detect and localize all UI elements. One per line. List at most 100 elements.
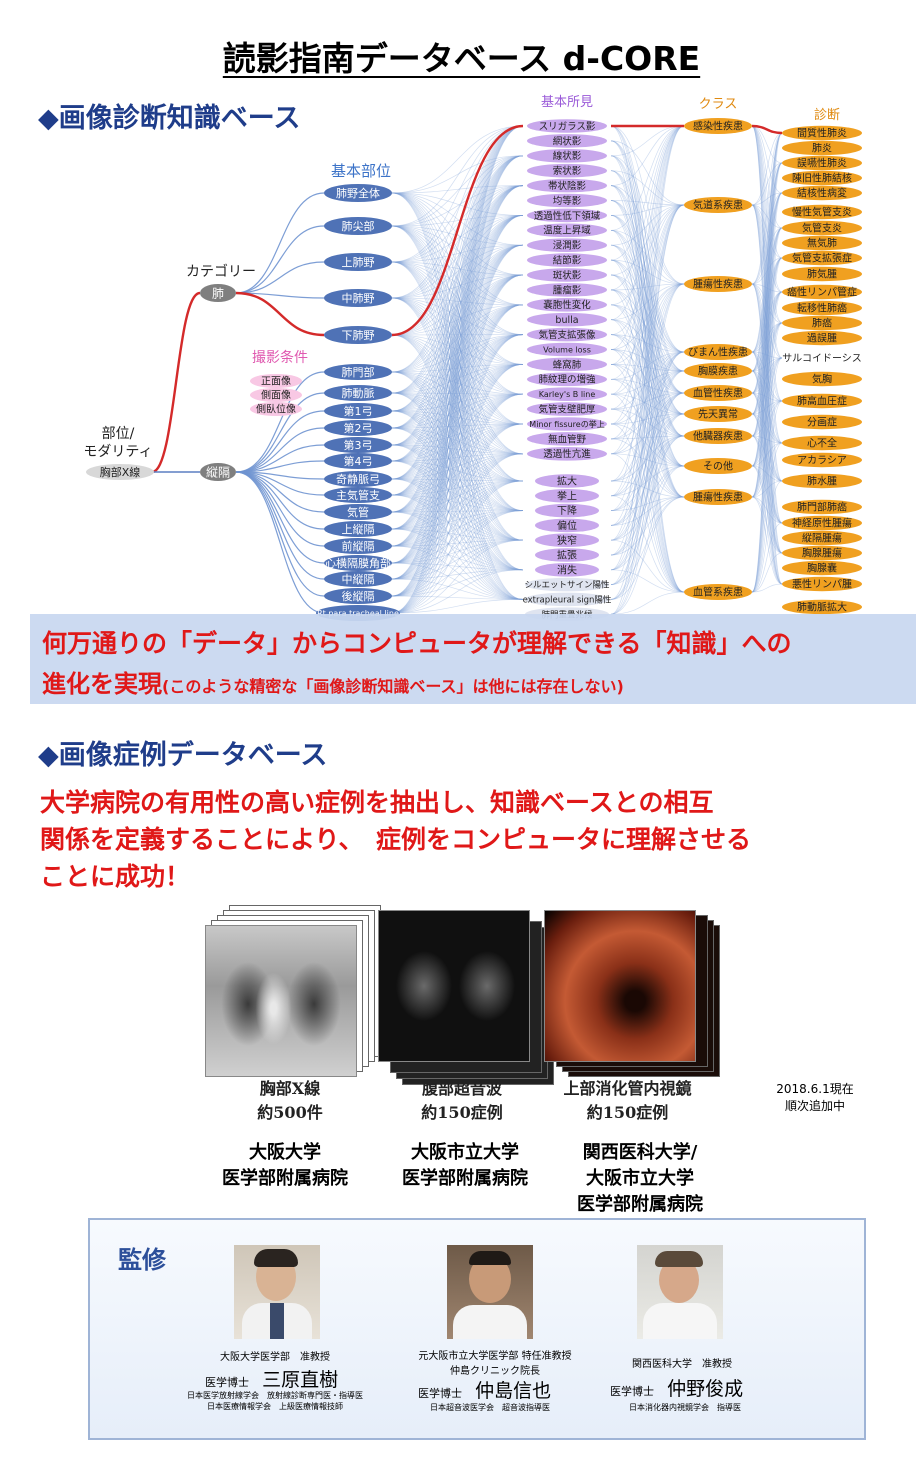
edge-region-finding bbox=[391, 364, 524, 412]
edge-class-diagnosis bbox=[751, 132, 783, 467]
finding2-node-3 bbox=[535, 518, 599, 533]
edge-region-finding bbox=[391, 334, 524, 547]
edge-class-diagnosis bbox=[751, 291, 783, 394]
class-node-4-label: 胸膜疾患 bbox=[698, 365, 738, 378]
class-node-7-label: 他臓器疾患 bbox=[693, 430, 743, 443]
edge-class-diagnosis bbox=[751, 227, 783, 353]
diagnosis-node-18 bbox=[782, 435, 862, 451]
edge-region-finding bbox=[391, 423, 524, 597]
edge-finding-class bbox=[610, 259, 685, 467]
edge-class-diagnosis bbox=[751, 204, 783, 482]
edge-region-finding bbox=[391, 244, 524, 496]
person-3-name: 仲野俊成 bbox=[667, 1378, 744, 1400]
edge-region-finding bbox=[391, 215, 524, 446]
edge-region-finding bbox=[391, 215, 524, 429]
class-node-7 bbox=[684, 428, 752, 444]
edge-region-finding bbox=[391, 364, 524, 614]
edge-region-finding bbox=[391, 392, 524, 571]
edge-finding-class bbox=[610, 351, 685, 440]
edge-region-finding bbox=[391, 244, 524, 299]
edge-region-finding bbox=[391, 393, 524, 429]
edge-finding-class bbox=[610, 364, 685, 372]
edge-region-finding bbox=[391, 528, 524, 541]
diagnosis-node-16 bbox=[782, 393, 862, 409]
edge-region-finding bbox=[391, 297, 524, 425]
mediastinum-node-3-label: 第2弓 bbox=[344, 421, 373, 435]
edge-finding-class bbox=[610, 453, 685, 467]
edge-region-finding bbox=[391, 423, 524, 614]
edge-region-finding bbox=[391, 155, 524, 480]
edge-region-finding bbox=[391, 244, 524, 530]
edge-region-finding bbox=[391, 155, 524, 429]
edge-cat-region bbox=[235, 471, 325, 564]
person-1-note-1: 日本医学放射線学会 放射線診断専門医・指導医 bbox=[187, 1391, 363, 1400]
edge-finding-class bbox=[610, 351, 685, 410]
edge-class-diagnosis bbox=[751, 125, 783, 524]
edge-finding-class bbox=[610, 170, 685, 394]
edge-finding-class bbox=[610, 125, 685, 615]
edge-class-diagnosis bbox=[751, 162, 783, 593]
edge-region-finding bbox=[391, 125, 524, 513]
institution-1: 大阪大学 医学部附属病院 bbox=[200, 1138, 370, 1190]
edge-finding-class bbox=[610, 435, 685, 440]
edge-region-finding bbox=[391, 480, 524, 580]
edge-class-diagnosis bbox=[751, 400, 783, 415]
avatar-person-1 bbox=[234, 1245, 320, 1339]
lung-region-node-0-label: 肺野全体 bbox=[336, 186, 380, 200]
edge-class-diagnosis bbox=[751, 125, 783, 359]
edge-region-finding bbox=[391, 244, 524, 336]
diagnosis-node-23-label: 縦隔腫瘍 bbox=[802, 532, 842, 545]
institution-1-line-1: 大阪大学 bbox=[249, 1142, 321, 1163]
edge-finding-class bbox=[610, 140, 685, 498]
edge-region-finding bbox=[391, 578, 524, 600]
imaging-node-2 bbox=[250, 402, 302, 416]
edge-cat-region bbox=[235, 427, 325, 473]
edge-region-finding bbox=[391, 274, 524, 412]
edge-region-finding bbox=[391, 244, 524, 412]
edge-finding-class bbox=[610, 370, 685, 615]
edge-class-diagnosis bbox=[751, 465, 783, 524]
edge-region-finding bbox=[391, 261, 524, 541]
edge-region-finding bbox=[391, 444, 524, 511]
edge-region-finding bbox=[391, 297, 524, 365]
edge-finding-class bbox=[610, 185, 685, 372]
supervision-title: 監修 bbox=[118, 1245, 166, 1274]
edge-region-finding bbox=[391, 304, 524, 564]
edge-class-diagnosis bbox=[751, 132, 783, 206]
edge-finding-class bbox=[610, 413, 685, 615]
edge-region-finding bbox=[391, 155, 524, 227]
edge-finding-class bbox=[610, 408, 685, 498]
edge-finding-class bbox=[610, 392, 685, 526]
edge-region-finding bbox=[391, 192, 524, 541]
edge-finding-class bbox=[610, 125, 685, 231]
edge-region-finding bbox=[391, 494, 524, 571]
edge-region-finding bbox=[391, 423, 524, 513]
edge-region-finding bbox=[391, 510, 524, 530]
edge-region-finding bbox=[391, 460, 524, 541]
edge-region-finding bbox=[391, 510, 524, 614]
edge-finding-class bbox=[610, 200, 685, 498]
edge-class-diagnosis bbox=[751, 283, 783, 524]
finding-node-7-label: 温度上昇域 bbox=[543, 225, 591, 237]
edge-class-diagnosis bbox=[751, 465, 783, 585]
edge-region-finding bbox=[391, 364, 524, 480]
edge-region-finding bbox=[391, 334, 524, 571]
edge-region-finding bbox=[391, 192, 524, 365]
edge-class-diagnosis bbox=[751, 322, 783, 593]
edge-region-finding bbox=[391, 192, 524, 306]
edge-region-finding bbox=[391, 511, 524, 571]
edge-finding-class bbox=[610, 304, 685, 437]
lung-region-node-4 bbox=[324, 326, 392, 344]
edge-class-diagnosis bbox=[751, 442, 783, 593]
edge-finding-class bbox=[610, 283, 685, 571]
edge-finding-class bbox=[610, 204, 685, 306]
edge-region-finding bbox=[391, 297, 524, 395]
edge-region-finding bbox=[391, 155, 524, 513]
edge-region-finding bbox=[391, 371, 524, 395]
edge-region-finding bbox=[391, 125, 524, 480]
edge-finding-class bbox=[610, 125, 685, 467]
edge-class-diagnosis bbox=[751, 192, 783, 593]
finding-node-7 bbox=[527, 223, 607, 238]
edge-finding-class bbox=[610, 204, 685, 585]
edge-region-finding bbox=[391, 192, 524, 246]
